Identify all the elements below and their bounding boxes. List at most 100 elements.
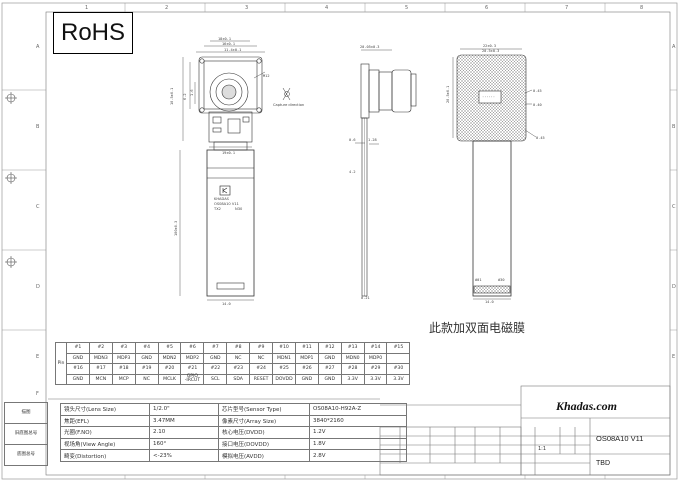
border-letter-A-right: A <box>672 44 676 50</box>
pin-signal-cell: MDN1 <box>272 352 296 364</box>
pin-signal-cell: 3.3V <box>340 373 365 386</box>
pin-signal-cell: NC <box>249 352 274 364</box>
dim-d23: M12 <box>263 74 270 78</box>
spec-value-cell: 3840*2160 <box>309 414 407 428</box>
pin-callout-first: #01 <box>475 278 482 282</box>
pin-number-cell: #24 <box>249 363 274 375</box>
capture-direction-indicator: Capture direction <box>273 87 304 107</box>
border-letter-D: D <box>36 284 40 290</box>
pin-signal-cell: GND <box>203 352 228 364</box>
pin-number-cell: #12 <box>317 342 342 354</box>
pin-number-cell: #5 <box>157 342 182 354</box>
dim-d12: 4.2 <box>349 170 356 174</box>
spec-value-cell: 2.8V <box>309 449 407 462</box>
pin-number-cell: #14 <box>363 342 388 354</box>
spec-value-cell: OS08A10-H92A-Z <box>309 403 407 416</box>
pin-number-cell: #17 <box>88 363 113 375</box>
dim-d19: 0.21 <box>361 296 370 300</box>
specification-table: 镜头尺寸(Lens Size)1/2.0"芯片型号(Sensor Type)OS… <box>60 403 407 462</box>
dim-d13: 1.28 <box>368 138 377 142</box>
pin-signal-cell: 3.3V <box>363 373 388 386</box>
capture-direction-label: Capture direction <box>273 103 304 107</box>
pin-signal-cell: MDN2 <box>157 352 182 364</box>
dim-d3: 11.4±0.1 <box>224 48 241 52</box>
border-letter-C-right: C <box>672 204 676 210</box>
spec-key-cell: 焦距(EFL) <box>60 414 150 428</box>
pin-number-cell: #28 <box>340 363 365 375</box>
spec-key-cell: 光圈(F.NO) <box>60 426 150 439</box>
pin-number-cell: #3 <box>111 342 136 354</box>
drawing-scale: 1:1 <box>538 446 547 452</box>
spec-value-cell: 2.10 <box>149 426 219 439</box>
pin-signal-cell: MCLK <box>157 373 182 386</box>
dim-d10: 0.45 <box>533 89 542 93</box>
back-view <box>452 48 537 300</box>
spec-table-row: 镜头尺寸(Lens Size)1/2.0"芯片型号(Sensor Type)OS… <box>60 403 407 416</box>
pin-number-cell: #11 <box>294 342 319 354</box>
pin-signal-cell: GND <box>317 352 342 364</box>
side-view <box>355 49 417 297</box>
pin-signal-cell: GPIO -IRCUT <box>180 373 205 386</box>
pin-number-cell: #29 <box>363 363 388 375</box>
pin-signal-cell: MDN3 <box>88 352 113 364</box>
pin-number-cell: #19 <box>134 363 159 375</box>
pin-number-cell: #23 <box>226 363 251 375</box>
spec-key-cell: 畸变(Distortion) <box>60 449 150 462</box>
dim-d21: 14.0 <box>222 302 231 306</box>
revision-sidebar: 描图旧底图总号底图总号 <box>4 402 48 466</box>
pin-signal-cell: MCN <box>88 373 113 386</box>
dim-d2: 16±0.1 <box>222 42 235 46</box>
border-letter-F: F <box>36 391 39 397</box>
dim-d18: 0.6 <box>349 138 356 142</box>
pin-number-cell: #2 <box>88 342 113 354</box>
module-model-text: OS08A10 V11 <box>214 202 239 206</box>
pin-number-cell: #6 <box>180 342 205 354</box>
border-number-3: 3 <box>245 5 248 11</box>
pin-signal-cell: SDA <box>226 373 251 386</box>
front-view <box>179 40 266 301</box>
spec-value-cell: <-23% <box>149 449 219 462</box>
pin-table-row-label: Pin <box>55 341 67 386</box>
border-letter-C: C <box>36 204 40 210</box>
dim-d9: 14.0 <box>485 300 494 304</box>
pin-signal-cell: MCP <box>111 373 136 386</box>
pin-signal-cell: MDP0 <box>363 352 388 364</box>
dim-d11: 0.40 <box>533 103 542 107</box>
pin-number-cell: #27 <box>317 363 342 375</box>
pin-signal-cell: MDP2 <box>180 352 205 364</box>
pin-table-row: Pin#1#2#3#4#5#6#7#8#9#10#11#12#13#14#15 <box>55 341 411 386</box>
spec-key-cell: 芯片型号(Sensor Type) <box>218 403 310 416</box>
border-letter-E: E <box>36 354 39 360</box>
module-line3-text: N30 <box>235 207 243 211</box>
top-grid-ticks <box>2 3 677 479</box>
border-number-1: 1 <box>85 5 88 11</box>
spec-key-cell: 像素尺寸(Array Size) <box>218 414 310 428</box>
spec-value-cell: 1.8V <box>309 437 407 451</box>
border-letter-A: A <box>36 44 40 50</box>
khadas-logo-icon <box>219 185 231 196</box>
side-dimension-labels: 20.05±0.3 1.28 0.6 4.2 0.21 <box>349 45 379 300</box>
dim-d6: 10.5±0.1 <box>170 88 174 105</box>
pin-number-cell: #7 <box>203 342 228 354</box>
pin-signal-cell: GND <box>66 373 90 386</box>
border-letter-B: B <box>36 124 40 130</box>
pin-signal-cell: RESET <box>249 373 274 386</box>
drawing-status: TBD <box>596 460 610 467</box>
pin-signal-cell: MDP1 <box>294 352 319 364</box>
dim-d1: 18±0.1 <box>218 37 231 41</box>
border-number-7: 7 <box>565 5 568 11</box>
spec-value-cell: 3.47MM <box>149 414 219 428</box>
border-letter-E-right: E <box>672 354 675 360</box>
brand-name: Khadas.com <box>556 399 618 413</box>
pin-signal-cell: SCL <box>203 373 228 386</box>
dim-d16: 0.45 <box>536 136 545 140</box>
dim-d22: 19±0.1 <box>222 151 235 155</box>
pin-number-cell: #30 <box>386 363 411 375</box>
spec-value-cell: 1.2V <box>309 426 407 439</box>
pin-number-cell: #25 <box>272 363 296 375</box>
spec-key-cell: 镜头尺寸(Lens Size) <box>60 403 150 416</box>
pin-number-cell: #18 <box>111 363 136 375</box>
border-letter-D-right: D <box>672 284 676 290</box>
